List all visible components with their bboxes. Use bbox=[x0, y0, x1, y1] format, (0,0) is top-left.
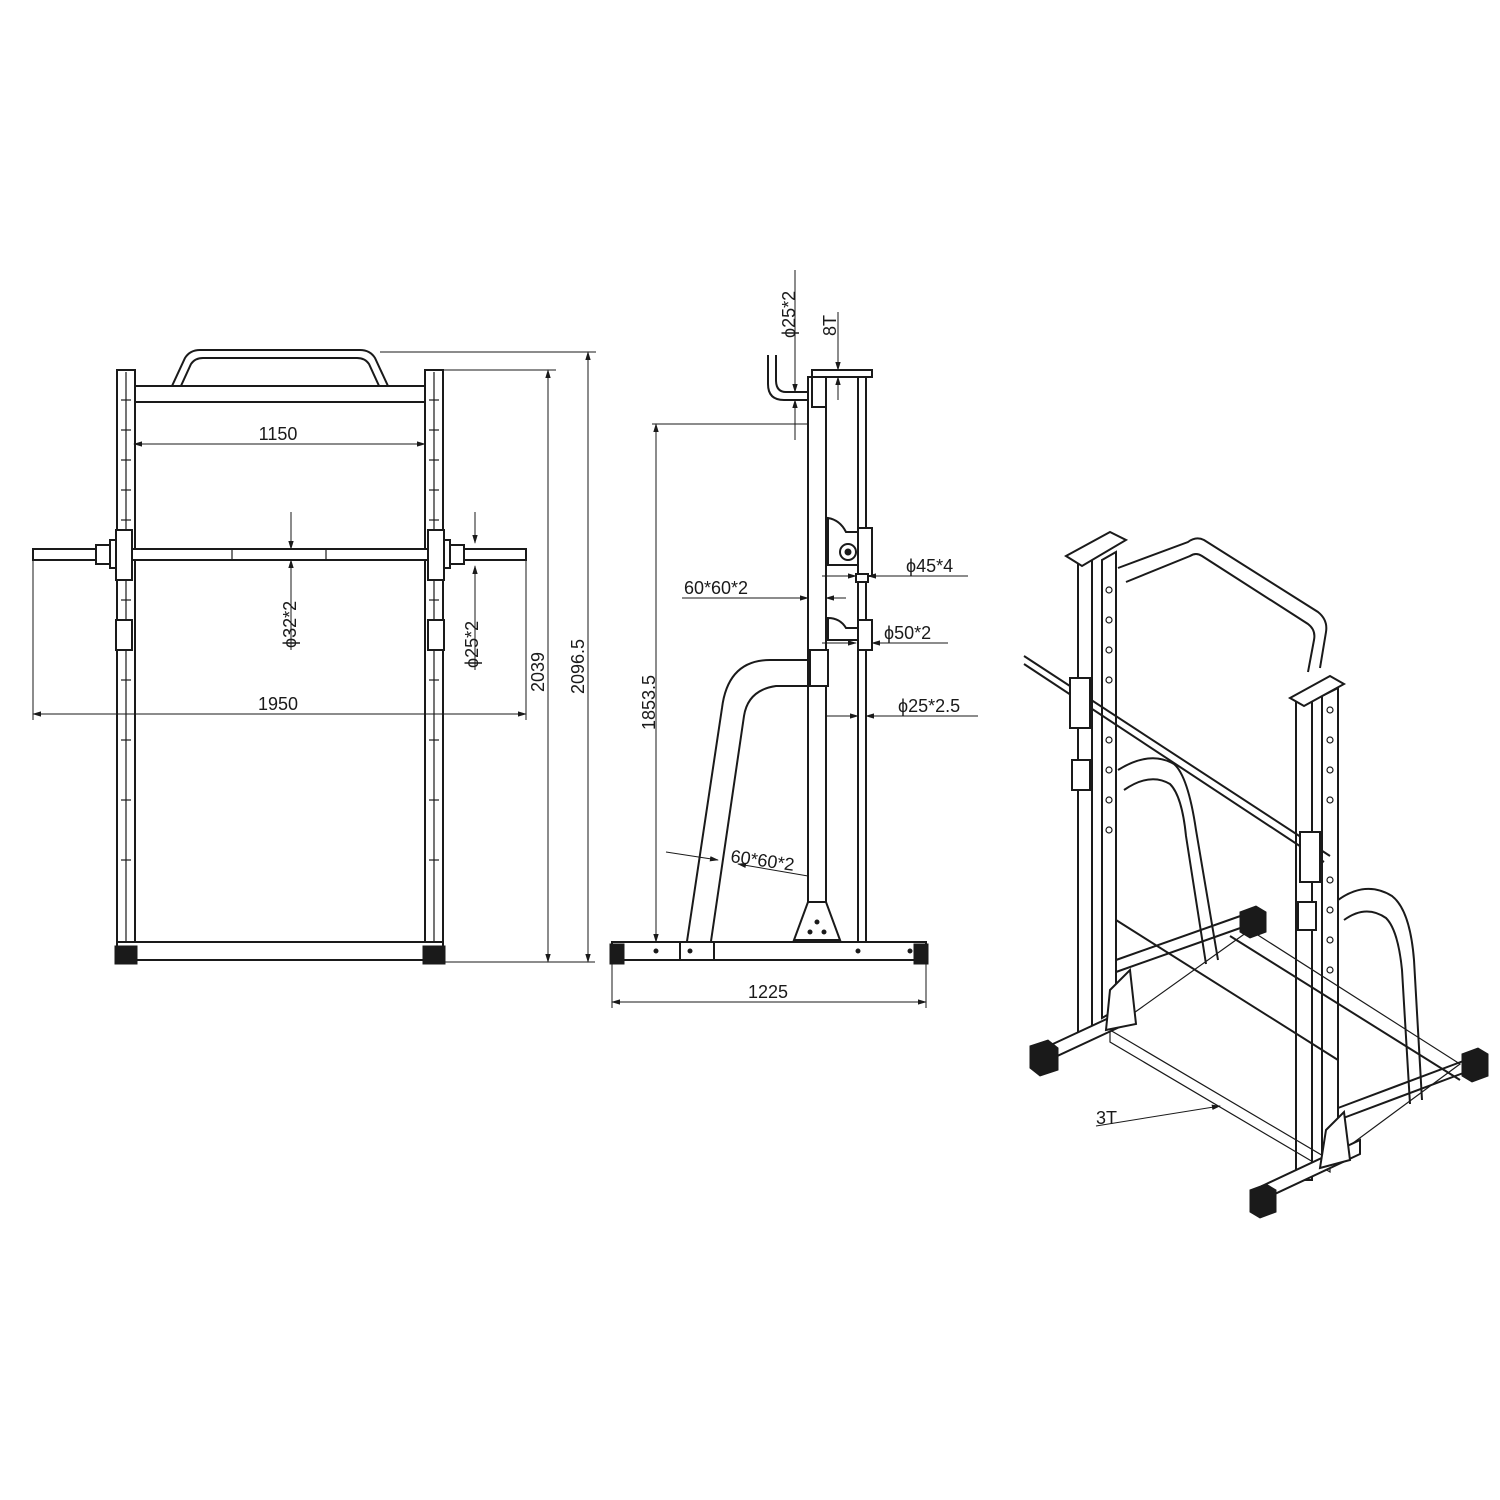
iso-dimensions: 3T bbox=[1095, 1104, 1221, 1128]
dim-8t: 8T bbox=[820, 315, 840, 336]
dim-upright-tube: 60*60*2 bbox=[684, 578, 748, 598]
dim-2039: 2039 bbox=[528, 652, 548, 692]
dim-2096: 2096.5 bbox=[568, 639, 588, 694]
dim-1150: 1150 bbox=[259, 424, 298, 444]
dim-support-tube: 60*60*2 bbox=[729, 846, 795, 875]
dim-1225: 1225 bbox=[748, 982, 788, 1002]
dim-phi25-hook: ϕ25*2 bbox=[779, 291, 799, 338]
iso-view bbox=[1023, 530, 1489, 1219]
dim-phi50: ϕ50*2 bbox=[884, 623, 931, 643]
side-dimensions: ϕ25*2 8T 1853.5 60*60*2 ϕ45*4 ϕ50*2 ϕ25*… bbox=[611, 270, 978, 1008]
dim-3t: 3T bbox=[1096, 1108, 1117, 1128]
dim-1853: 1853.5 bbox=[639, 675, 659, 730]
front-view bbox=[32, 349, 527, 965]
dim-phi45: ϕ45*4 bbox=[906, 556, 953, 576]
dim-1950: 1950 bbox=[258, 694, 298, 714]
side-view bbox=[609, 355, 929, 965]
front-dimensions: 1150 1950 ϕ32*2 ϕ25*2 2039 2096.5 bbox=[32, 351, 596, 963]
dim-phi32: ϕ32*2 bbox=[280, 601, 300, 648]
dim-phi25-rod: ϕ25*2.5 bbox=[898, 696, 960, 716]
dim-phi25-front: ϕ25*2 bbox=[462, 621, 482, 668]
